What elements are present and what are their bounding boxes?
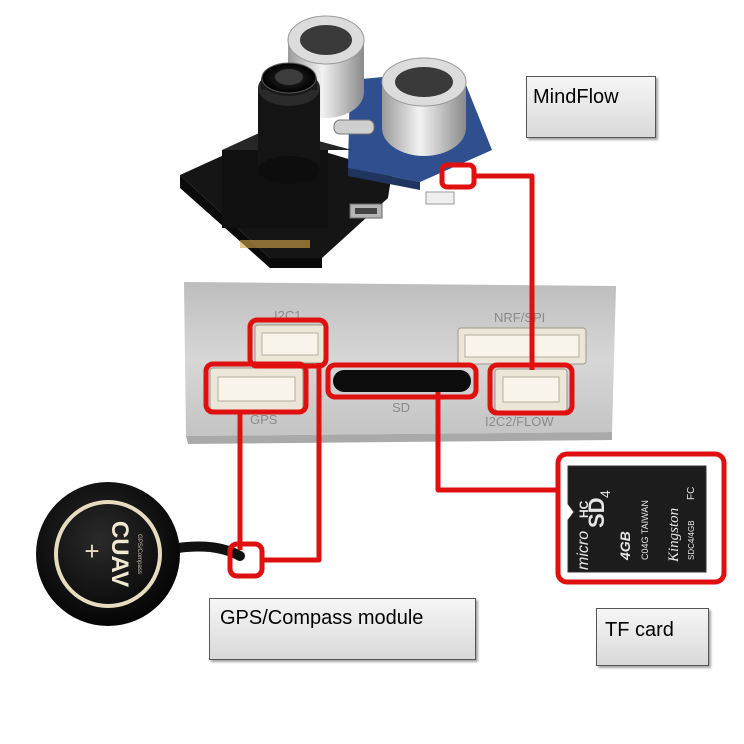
mindflow-to-i2c2-flow-wire [474,173,535,370]
tf-card-highlight [555,451,727,585]
nrf-spi-port [457,327,587,365]
mindflow-label: MindFlow [526,76,656,138]
sd-slot-highlight [325,362,479,400]
sd-slot [333,370,471,392]
plus-mark: + [84,536,99,566]
i2c1-to-module-wire [262,363,322,563]
tf-card-label: TF card [596,608,709,666]
i2c2-flow-highlight [487,362,575,416]
i2c2-flow-label: I2C2/FLOW [485,414,554,429]
sd-origin-text: C04G TAIWAN [640,500,650,560]
mindflow-sensor-board [180,15,492,268]
sd-logo-text: SD [584,497,609,528]
i2c1-port [254,324,326,364]
gps-port-label: GPS [250,412,278,427]
nrf-spi-label: NRF/SPI [494,310,545,325]
sd-label: SD [392,400,410,415]
mindflow-connector-highlight [439,162,477,190]
gps-sub-text: GPS/Compass [136,534,142,574]
micro-sd-card: micro SD 4 HC 4GB C04G TAIWAN Kingston S… [567,465,707,573]
sd-micro-text: micro [575,531,592,570]
sd-cert-text: FC [686,487,697,500]
gps-port [209,367,304,411]
gps-brand-text: CUAV [106,521,133,587]
sd-brand-text: Kingston [666,508,682,563]
gps-cable-connector-highlight [227,541,265,579]
i2c2-flow-port [494,368,568,412]
sd-slot-to-tf-card-wire [435,392,558,493]
sd-model-text: SDC4/4GB [687,520,696,560]
gps-compass-module-label: GPS/Compass module [209,598,476,660]
sd-class-text: 4 [597,490,613,498]
sd-capacity-text: 4GB [617,531,633,561]
gps-port-highlight [203,361,309,415]
sd-hc-text: HC [577,500,591,518]
gps-compass-puck: + CUAV GPS/Compass [36,482,245,626]
